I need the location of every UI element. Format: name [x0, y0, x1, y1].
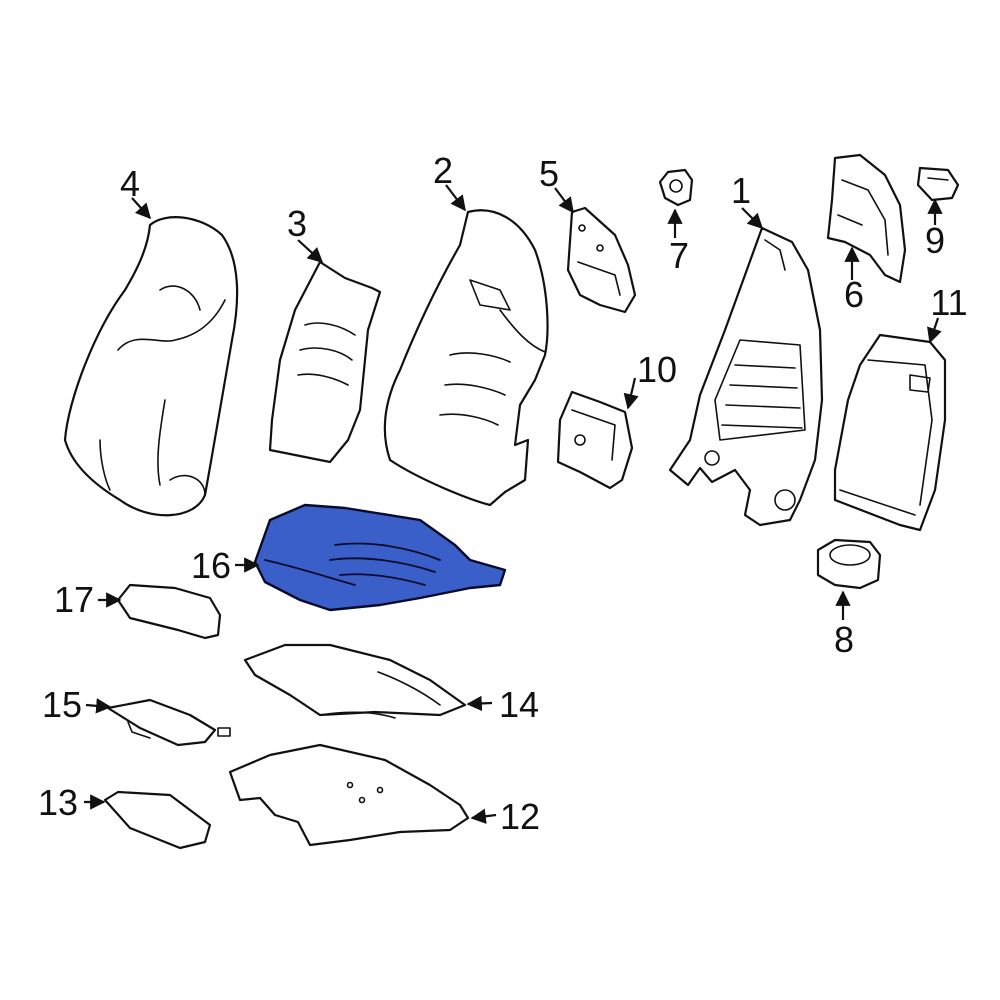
part-7-clip[interactable] — [658, 168, 694, 207]
callout-10: 10 — [637, 349, 677, 390]
part-16-seat-cushion[interactable] — [253, 503, 507, 612]
callout-5: 5 — [539, 153, 559, 194]
callout-1: 1 — [731, 170, 751, 211]
callout-7: 7 — [669, 235, 689, 276]
part-13-side-cover[interactable] — [103, 790, 212, 850]
callout-15: 15 — [42, 684, 82, 725]
part-10-module[interactable] — [556, 390, 634, 490]
part-3-backrest-pad[interactable] — [268, 260, 382, 464]
callout-13: 13 — [38, 782, 78, 823]
callout-17: 17 — [54, 579, 94, 620]
callout-9: 9 — [925, 220, 945, 261]
part-15-heater-pad[interactable] — [106, 698, 231, 747]
leader-lines — [84, 184, 943, 824]
callout-12: 12 — [500, 796, 540, 837]
part-11-back-panel[interactable] — [833, 333, 947, 532]
part-12-seat-pan[interactable] — [228, 743, 470, 847]
callout-2: 2 — [433, 150, 453, 191]
part-5-bracket[interactable] — [566, 206, 637, 314]
part-8-spool[interactable] — [816, 538, 882, 590]
part-17-side-trim[interactable] — [116, 583, 222, 640]
part-14-seat-foam[interactable] — [243, 643, 467, 719]
callout-3: 3 — [287, 203, 307, 244]
callout-16: 16 — [191, 545, 231, 586]
callout-14: 14 — [499, 684, 539, 725]
part-6-side-panel[interactable] — [826, 153, 907, 284]
part-1-backrest-frame[interactable] — [668, 226, 824, 527]
callout-4: 4 — [120, 163, 140, 204]
part-2-backrest-foam[interactable] — [383, 209, 549, 507]
callout-11: 11 — [930, 282, 967, 323]
part-9-cap[interactable] — [916, 166, 960, 202]
callout-8: 8 — [834, 619, 854, 660]
part-4-backrest-cover[interactable] — [63, 216, 239, 517]
callout-labels: 4 3 2 5 7 1 6 9 10 11 8 16 17 14 15 12 1… — [38, 150, 968, 837]
callout-6: 6 — [844, 274, 864, 315]
